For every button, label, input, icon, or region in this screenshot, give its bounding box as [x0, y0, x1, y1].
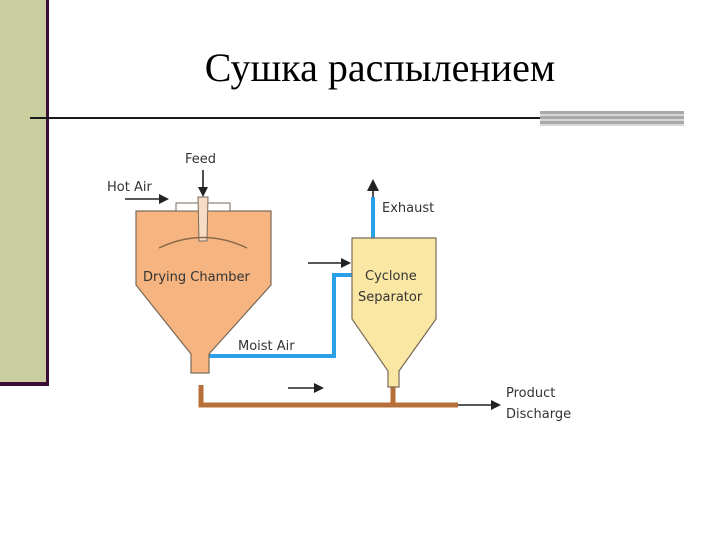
hot-air-arrow-icon [125, 194, 169, 204]
moist-air-label: Moist Air [238, 339, 295, 354]
slide-title: Сушка распылением [204, 45, 556, 90]
hot-air-label: Hot Air [107, 180, 152, 195]
exhaust-arrow-icon [367, 179, 379, 197]
title-underline-accent [540, 111, 684, 126]
spray-pattern [158, 236, 248, 249]
product-pipe [198, 385, 458, 408]
spray-nozzle-icon [197, 196, 209, 242]
left-accent-bottom [0, 382, 49, 386]
product-label-line2: Discharge [506, 407, 571, 422]
cyclone-separator-vessel [351, 237, 437, 388]
feed-label: Feed [185, 152, 216, 167]
spray-drying-diagram: Feed Hot Air Drying Chamber Exhaust Cycl… [103, 135, 581, 427]
cyclone-label-line2: Separator [358, 290, 423, 305]
diagram-canvas: Feed Hot Air Drying Chamber Exhaust Cycl… [107, 152, 571, 422]
exhaust-label: Exhaust [382, 201, 434, 216]
title-underline [30, 117, 540, 119]
moist-air-duct [209, 273, 352, 358]
cyclone-label-line1: Cyclone [365, 269, 417, 284]
feed-arrow-icon [198, 170, 208, 197]
cyclone-inlet-arrow-icon [308, 258, 351, 268]
product-flow-arrow-icon [288, 383, 324, 393]
left-accent-bar [0, 0, 46, 384]
left-accent-edge [46, 0, 49, 386]
discharge-arrow-icon [458, 400, 501, 410]
drying-chamber-label: Drying Chamber [143, 270, 250, 285]
drying-chamber-vessel [135, 210, 272, 374]
product-label-line1: Product [506, 386, 555, 401]
